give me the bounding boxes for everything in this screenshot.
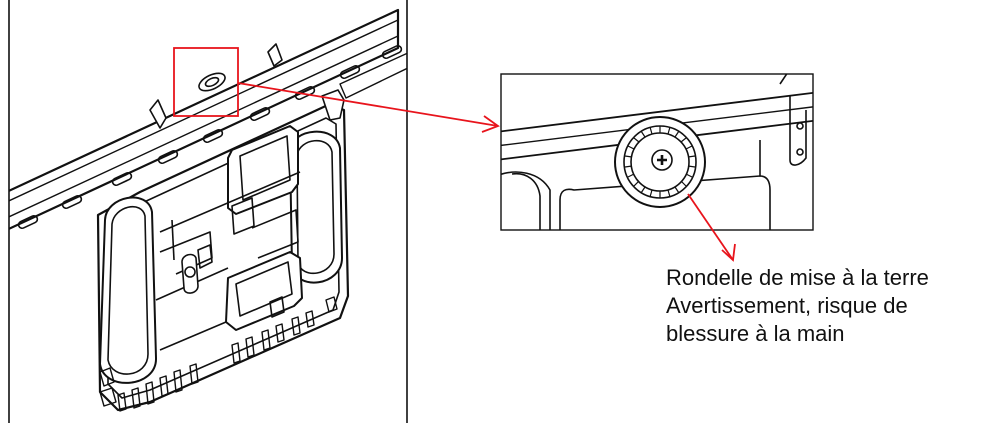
screw-head-icon xyxy=(651,149,673,171)
grounding-washer xyxy=(614,116,706,208)
caption-line-3: blessure à la main xyxy=(666,321,845,346)
leader-to-detail xyxy=(237,82,499,127)
rail-slots xyxy=(17,44,403,230)
callouts xyxy=(173,47,736,262)
central-box xyxy=(227,125,299,215)
arrowhead-to-caption xyxy=(721,243,736,262)
main-view xyxy=(9,8,407,412)
mounting-rail xyxy=(9,8,407,231)
grounding-washer-small xyxy=(198,72,226,92)
cable-connectors xyxy=(99,296,338,412)
junction xyxy=(181,253,199,294)
caption-line-2: Avertissement, risque de xyxy=(666,293,908,318)
highlight-box xyxy=(173,47,239,117)
zoom-detail-view xyxy=(500,73,814,231)
arrowhead-to-detail xyxy=(481,115,500,133)
caption: Rondelle de mise à la terre Avertissemen… xyxy=(666,264,986,348)
microinverter-housing xyxy=(96,89,350,412)
caption-line-1: Rondelle de mise à la terre xyxy=(666,265,929,290)
left-lobe xyxy=(99,196,158,384)
leader-to-caption xyxy=(687,193,734,261)
